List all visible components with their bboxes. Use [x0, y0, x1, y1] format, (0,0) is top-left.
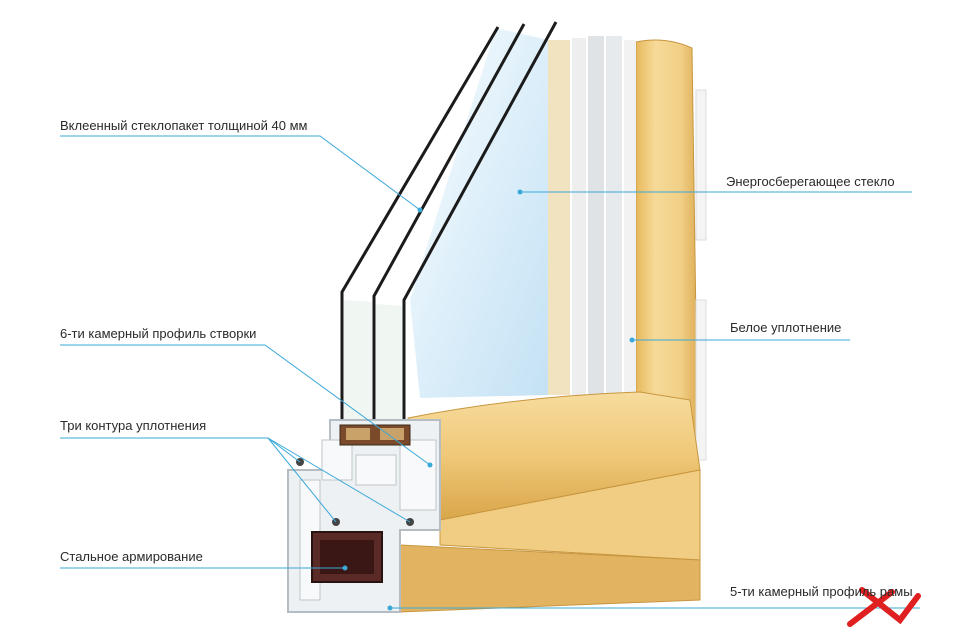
label-frame-profile: 5-ти камерный профиль рамы [730, 584, 913, 599]
label-glass-unit: Вклеенный стеклопакет толщиной 40 мм [60, 118, 308, 133]
leader-glass-unit [60, 135, 421, 211]
label-white-seal: Белое уплотнение [730, 320, 842, 335]
leader-seal-2 [267, 437, 337, 523]
red-x-logo-icon [847, 587, 921, 627]
leader-lines [60, 135, 920, 611]
horizontal-frame [399, 391, 701, 613]
glass-spacers [548, 36, 636, 430]
glass-panes [340, 21, 558, 420]
leader-seal-3 [267, 437, 411, 523]
label-energy-glass: Энергосберегающее стекло [726, 174, 895, 189]
label-seal-contours: Три контура уплотнения [60, 418, 207, 433]
leader-sash-profile [60, 344, 431, 466]
label-sash-profile: 6-ти камерный профиль створки [60, 326, 257, 341]
pvc-profile [287, 419, 441, 613]
leader-seal-1 [60, 437, 301, 463]
label-steel-reinforcement: Стальное армирование [60, 549, 203, 564]
